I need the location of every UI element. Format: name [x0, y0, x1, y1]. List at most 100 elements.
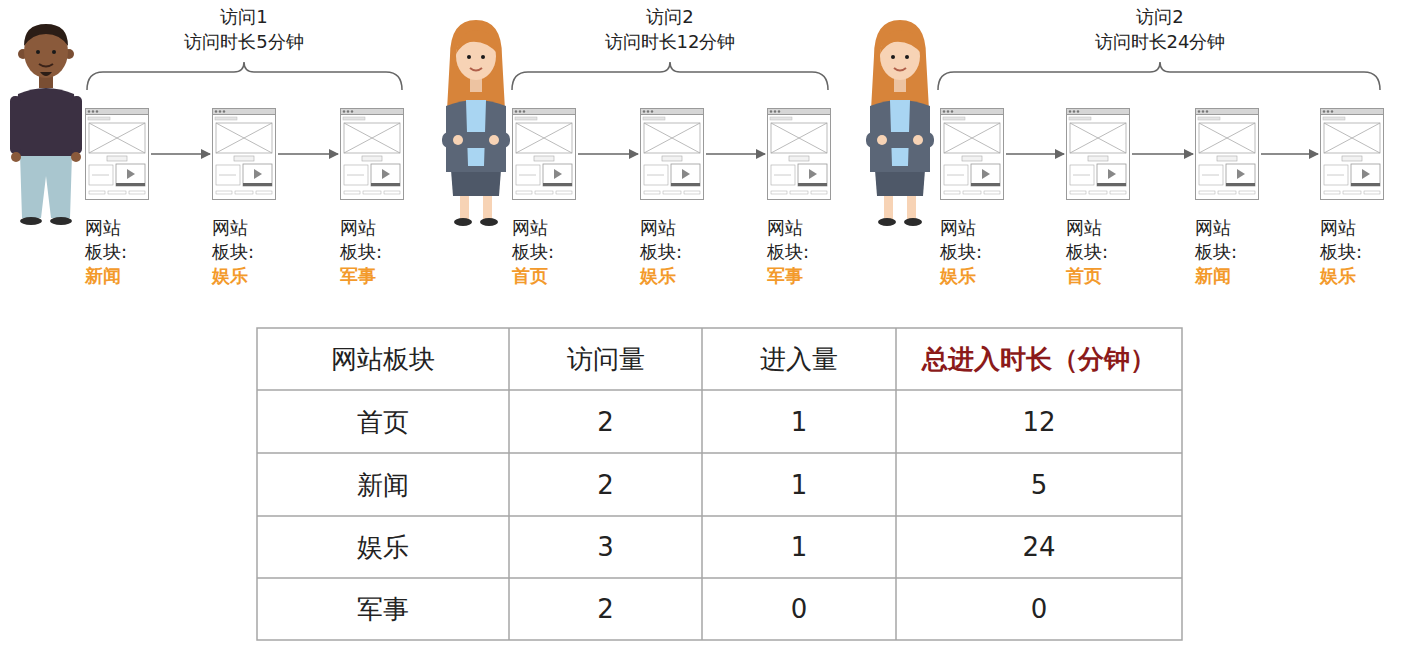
- thumbnail-area: [640, 108, 704, 216]
- section-name: 首页: [1066, 264, 1130, 288]
- thumbnail-area: [340, 108, 404, 216]
- table-cell: 新闻: [257, 454, 509, 515]
- table-grid: [257, 328, 1182, 640]
- section-name: 娱乐: [940, 264, 1004, 288]
- page-thumbnail: [86, 109, 1384, 200]
- page-thumbnail: [1067, 109, 1130, 200]
- visitor-woman: [894, 68, 906, 71]
- visit-bracket: [512, 62, 828, 90]
- thumbnail-area: [1195, 108, 1259, 216]
- visitor-woman: [905, 55, 909, 59]
- visitor-woman: [866, 132, 934, 148]
- section-name: 首页: [512, 264, 576, 288]
- site-page: 网站 板块:娱乐: [640, 108, 704, 288]
- section-name: 娱乐: [212, 264, 276, 288]
- page-thumbnail: [513, 109, 576, 200]
- section-caption: 网站 板块:: [940, 216, 990, 264]
- section-name: 军事: [340, 264, 404, 288]
- thumbnail-area: [85, 108, 149, 216]
- table-cell: 2: [509, 454, 702, 515]
- thumbnail-area: [1066, 108, 1130, 216]
- visitor-woman: [460, 194, 469, 220]
- table-cell: 首页: [257, 391, 509, 452]
- thumbnail-area: [940, 108, 1004, 216]
- visitor-woman: [451, 170, 501, 196]
- section-name: 娱乐: [640, 264, 704, 288]
- page-thumbnail: [341, 109, 404, 200]
- thumbnail-area: [1320, 108, 1384, 216]
- table-header: 进入量: [702, 329, 896, 389]
- visit-label: 访问2 访问时长12分钟: [585, 4, 755, 54]
- flow-arrow: [1132, 153, 1193, 155]
- visitor-woman: [875, 170, 925, 196]
- section-caption: 网站 板块:: [1066, 216, 1116, 264]
- visit-label: 访问1 访问时长5分钟: [159, 4, 329, 54]
- section-caption: 网站 板块:: [85, 216, 135, 264]
- table-cell: 0: [702, 579, 896, 639]
- table-cell: 2: [509, 579, 702, 639]
- visitor-woman: [480, 218, 498, 226]
- site-page: 网站 板块:新闻: [1195, 108, 1259, 288]
- visitor-woman: [489, 135, 499, 145]
- visitor-man: [20, 217, 42, 225]
- site-page: 网站 板块:首页: [1066, 108, 1130, 288]
- visitor-woman: [454, 218, 472, 226]
- page-thumbnail: [1196, 109, 1259, 200]
- visitor-woman: [891, 55, 895, 59]
- table-cell: 军事: [257, 579, 509, 639]
- site-page: 网站 板块:娱乐: [940, 108, 1004, 288]
- visitor-woman: [481, 55, 485, 59]
- visitor-man: [52, 50, 56, 54]
- visit-bracket: [938, 62, 1380, 90]
- table-grid: [257, 515, 1182, 517]
- visit-bracket: [87, 62, 1380, 90]
- visitor-woman: [913, 135, 923, 145]
- flow-arrow: [1261, 153, 1318, 155]
- table-grid: [895, 328, 897, 640]
- flow-arrow: [278, 153, 338, 155]
- flow-arrow: [151, 153, 210, 155]
- visitor-woman: [877, 135, 887, 145]
- page-thumbnail: [213, 109, 276, 200]
- visitor-man: [71, 152, 81, 162]
- table-grid: [701, 328, 703, 640]
- visitor-man: [71, 96, 82, 154]
- thumbnail-area: [212, 108, 276, 216]
- section-caption: 网站 板块:: [512, 216, 562, 264]
- visitor-man: [20, 154, 72, 218]
- table-grid: [257, 328, 1182, 640]
- flow-arrow: [1006, 153, 1064, 155]
- visitor-woman: [904, 218, 922, 226]
- table-cell: 娱乐: [257, 517, 509, 577]
- page-thumbnail: [941, 109, 1004, 200]
- visitor-man: [10, 96, 21, 154]
- table-cell: 1: [702, 391, 896, 452]
- table-cell: 12: [896, 391, 1182, 452]
- visitor-man: [36, 50, 40, 54]
- section-caption: 网站 板块:: [340, 216, 390, 264]
- section-name: 娱乐: [1320, 264, 1384, 288]
- table-header: 访问量: [509, 329, 702, 389]
- table-grid: [257, 389, 1182, 391]
- table-grid: [257, 577, 1182, 579]
- table-cell: 0: [896, 579, 1182, 639]
- visitor-woman: [453, 135, 463, 145]
- page-thumbnail: [86, 109, 149, 200]
- table-cell: 24: [896, 517, 1182, 577]
- site-page: 网站 板块:新闻: [85, 108, 149, 288]
- visitor-woman: [884, 194, 893, 220]
- visit-label: 访问2 访问时长24分钟: [1075, 4, 1245, 54]
- visitor-woman: [442, 132, 510, 148]
- page-thumbnail: [641, 109, 704, 200]
- table-header: 网站板块: [257, 329, 509, 389]
- visitor-woman: [470, 68, 482, 71]
- visitor-woman: [483, 194, 492, 220]
- table-grid: [508, 328, 510, 640]
- table-cell: 1: [702, 517, 896, 577]
- page-thumbnail: [1321, 109, 1384, 200]
- site-page: 网站 板块:军事: [340, 108, 404, 288]
- section-name: 军事: [767, 264, 831, 288]
- thumbnail-area: [512, 108, 576, 216]
- section-name: 新闻: [1195, 264, 1259, 288]
